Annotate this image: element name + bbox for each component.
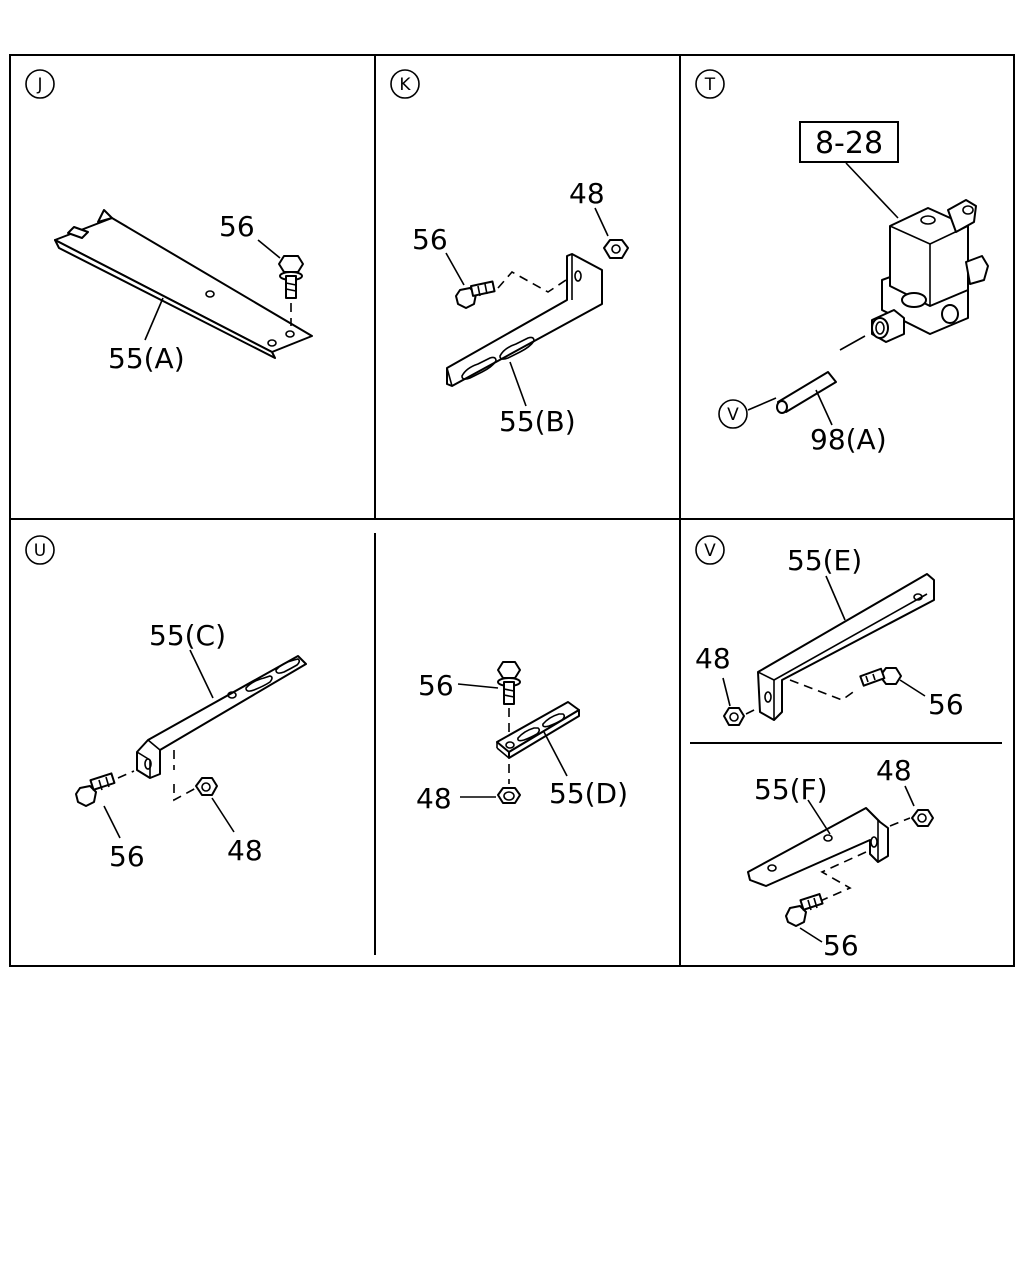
panel-v-marker-text: V (704, 541, 716, 561)
panel-u-marker-text: U (34, 541, 46, 561)
leader-line (722, 677, 731, 707)
leader-line (543, 731, 568, 777)
dash-line (745, 706, 761, 715)
label-55f: 55(F) (754, 773, 828, 806)
label-56: 56 (823, 929, 859, 962)
label-55a: 55(A) (108, 342, 185, 375)
reference-box: 8-28 (799, 121, 899, 163)
nut-48-drawing (911, 809, 934, 827)
panel-u: U 55(C) 56 48 (25, 535, 307, 873)
bolt-56-drawing (278, 255, 304, 326)
label-55b: 55(B) (499, 405, 576, 438)
panel-u-marker: U (25, 535, 55, 565)
label-55c: 55(C) (149, 619, 226, 652)
label-55e: 55(E) (787, 544, 862, 577)
leader-line (845, 162, 899, 219)
label-48: 48 (695, 642, 731, 675)
leader-line (825, 575, 846, 621)
dash-line (817, 851, 867, 903)
panel-t: T 8-28 V (695, 69, 989, 456)
bracket-55c-drawing (136, 655, 307, 779)
nut-48-drawing (603, 239, 629, 259)
dash-line (173, 784, 197, 802)
label-56: 56 (928, 688, 964, 721)
bolt-56-drawing (859, 667, 902, 687)
leader-line (747, 397, 777, 411)
leader-line (509, 361, 527, 407)
leader-line (807, 799, 831, 835)
hose-v-marker-text: V (727, 405, 739, 425)
label-56: 56 (412, 223, 448, 256)
leader-line (839, 335, 866, 351)
panel-d: 56 48 55(D) (416, 661, 628, 815)
leader-line (189, 649, 214, 699)
dash-line (789, 679, 857, 701)
leader-line (103, 805, 121, 839)
leader-line (815, 389, 833, 426)
dash-line (889, 817, 911, 827)
panel-k: K 56 48 55(B) (390, 69, 629, 438)
leader-line (594, 207, 609, 237)
leader-line (257, 239, 281, 259)
bracket-55e-drawing (757, 573, 935, 721)
label-56: 56 (109, 840, 145, 873)
leader-line (899, 679, 926, 697)
leader-line (211, 797, 235, 833)
solenoid-valve-drawing (871, 199, 989, 343)
panel-t-marker: T (695, 69, 725, 99)
bolt-56-drawing (785, 893, 824, 927)
bracket-55d-drawing (496, 701, 580, 759)
panel-v-marker: V (695, 535, 725, 565)
panel-v: V 55(E) 48 56 (695, 535, 964, 962)
label-98a: 98(A) (810, 423, 887, 456)
bracket-55a-drawing (54, 209, 313, 359)
leader-line (799, 927, 823, 943)
label-56: 56 (418, 669, 454, 702)
bracket-55b-drawing (446, 253, 603, 387)
panel-j-marker: J (25, 69, 55, 99)
bolt-56-drawing (75, 770, 135, 807)
hose-v-marker: V (718, 399, 748, 429)
panel-t-marker-text: T (704, 75, 716, 95)
panel-k-marker-text: K (399, 75, 411, 95)
leader-line (904, 785, 915, 807)
bolt-56-drawing (455, 270, 567, 309)
bolt-56-drawing (497, 661, 521, 736)
diagram-frame (9, 54, 1015, 967)
bracket-55f-drawing (747, 807, 889, 887)
hose-drawing (776, 371, 837, 414)
leader-line (445, 252, 465, 286)
panel-j: J 56 55(A) (25, 69, 313, 375)
nut-48-drawing (497, 787, 521, 804)
nut-48-drawing (195, 777, 218, 796)
label-48: 48 (569, 177, 605, 210)
reference-box-text: 8-28 (815, 126, 883, 161)
nut-48-drawing (723, 707, 745, 726)
label-56: 56 (219, 210, 255, 243)
label-55d: 55(D) (549, 777, 628, 810)
panel-k-marker: K (390, 69, 420, 99)
panel-j-marker-text: J (36, 75, 42, 95)
leader-line (144, 297, 164, 341)
label-48: 48 (227, 834, 263, 867)
leader-line (457, 683, 499, 689)
label-48: 48 (416, 782, 452, 815)
label-48: 48 (876, 754, 912, 787)
